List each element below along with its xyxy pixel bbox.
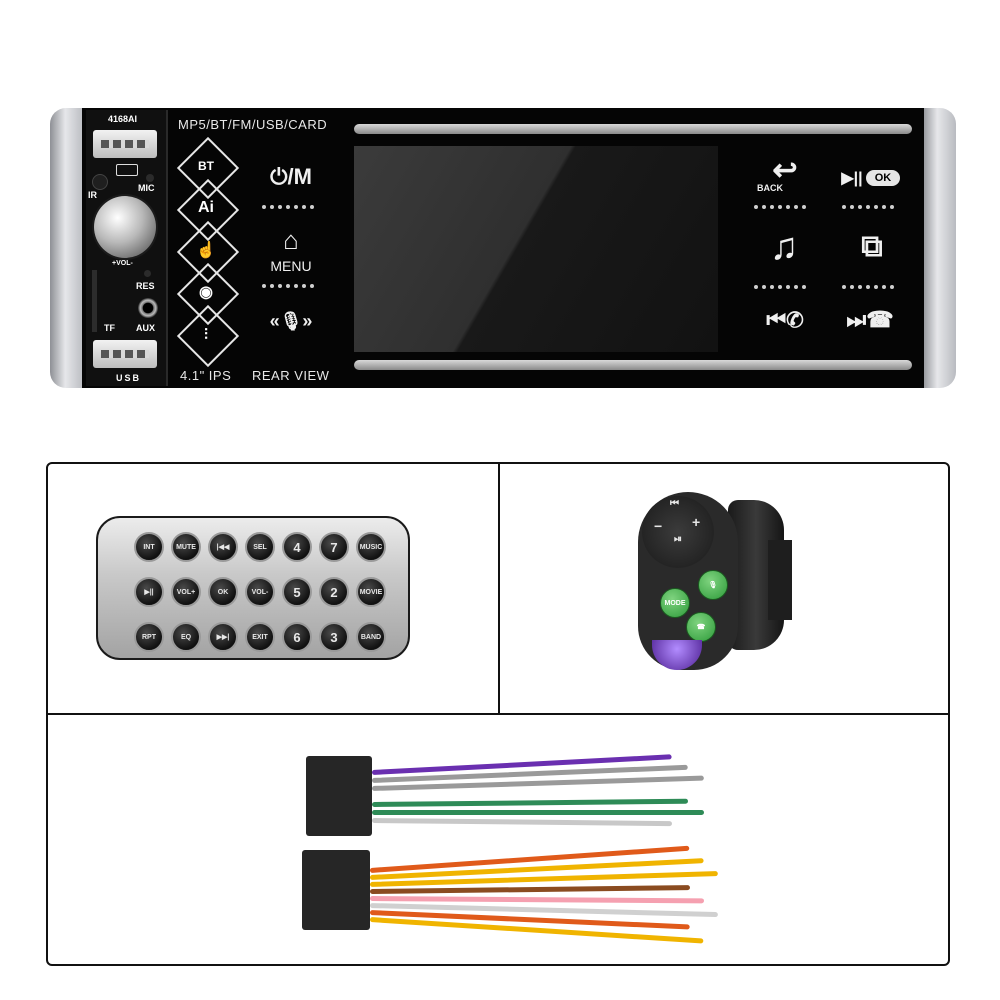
remote-key: 3 [319, 622, 349, 652]
vol-label: +VOL- [112, 260, 133, 267]
remote-key: VOL+ [171, 577, 201, 607]
remote-key: 5 [282, 577, 312, 607]
ok-button[interactable]: OK [866, 170, 900, 186]
remote-key: EXIT [245, 622, 275, 652]
phone-wheel-button: ☎ [686, 612, 716, 642]
led-dots [754, 285, 806, 289]
camera-icon: ◉ [199, 284, 213, 301]
aux-jack[interactable] [138, 298, 158, 318]
led-dots [842, 285, 894, 289]
remote-key: BAND [356, 622, 386, 652]
left-end-cap [50, 108, 84, 388]
battery-icon [116, 164, 138, 176]
play-pause-icon: ⏯ [674, 534, 682, 545]
mic-hole [146, 174, 154, 182]
remote-key: MUTE [171, 532, 201, 562]
harness-connector-bottom [302, 850, 370, 930]
usb-label: USB [116, 373, 142, 383]
led-dots [842, 205, 894, 209]
mic-label: MIC [138, 183, 155, 193]
aux-label: AUX [136, 323, 156, 333]
prev-call-icon[interactable]: ⏮✆ [766, 307, 804, 332]
remote-key: ▶▶| [208, 622, 238, 652]
wheel-remote-band [768, 540, 792, 620]
formats-label: MP5/BT/FM/USB/CARD [178, 117, 328, 132]
remote-key: 7 [319, 532, 349, 562]
voice-wheel-button: 🎙 [698, 570, 728, 600]
display-screen[interactable] [354, 146, 718, 352]
screen-size-label: 4.1" IPS [180, 368, 232, 383]
menu-button[interactable]: MENU [270, 258, 312, 274]
play-pause-icon[interactable]: ▶|| [841, 170, 863, 187]
rear-view-label: REAR VIEW [252, 368, 330, 383]
power-mode-button[interactable]: ⏻/M [270, 164, 312, 189]
plus-icon: + [692, 514, 701, 530]
music-icon[interactable]: ♫ [769, 225, 799, 268]
hand-icon: ☝ [196, 242, 216, 259]
remote-key: 6 [282, 622, 312, 652]
usb-port-top[interactable] [93, 130, 157, 158]
remote-key: SEL [245, 532, 275, 562]
remote-key: MOVIE [356, 577, 386, 607]
back-arrow-icon[interactable]: ↩ [772, 153, 798, 187]
res-label: RES [136, 281, 155, 291]
prev-track-icon: ⏮ [670, 498, 679, 509]
next-hangup-icon[interactable]: ⏭☎ [846, 307, 894, 332]
harness-connector-top [306, 756, 372, 836]
accessories-frame [46, 462, 950, 966]
screen-frame-top [354, 124, 912, 134]
usb-port-bottom[interactable] [93, 340, 157, 368]
remote-key: |◀◀ [208, 532, 238, 562]
tf-card-slot[interactable] [92, 270, 97, 332]
ai-button-label: Ai [198, 199, 214, 216]
mode-wheel-button: MODE [660, 588, 690, 618]
ir-label: IR [88, 190, 97, 200]
minus-icon: − [654, 518, 663, 534]
tf-label: TF [104, 323, 115, 333]
remote-key: RPT [134, 622, 164, 652]
screen-frame-bottom [354, 360, 912, 370]
divider-horizontal [48, 713, 948, 715]
remote-key: 4 [282, 532, 312, 562]
remote-key: INT [134, 532, 164, 562]
bt-button-label: BT [198, 159, 214, 173]
home-icon: ⌂ [283, 224, 299, 255]
volume-knob[interactable] [94, 196, 156, 258]
led-dots [262, 205, 314, 209]
divider-vertical [498, 464, 500, 714]
led-dots [262, 284, 314, 288]
reset-hole[interactable] [144, 270, 151, 277]
model-label: 4168AI [108, 114, 138, 124]
wheel-remote-dpad [642, 496, 714, 568]
equalizer-icon: ⫶ [204, 325, 208, 343]
voice-icon[interactable]: «🎙» [269, 310, 313, 331]
remote-key: VOL- [245, 577, 275, 607]
right-end-cap [922, 108, 956, 388]
led-dots [754, 205, 806, 209]
ir-sensor [92, 174, 108, 190]
remote-key: EQ [171, 622, 201, 652]
remote-key: ▶|| [134, 577, 164, 607]
video-icon[interactable]: ⧉ [861, 230, 883, 263]
back-label: BACK [757, 183, 783, 193]
wire [372, 810, 704, 815]
remote-key: 2 [319, 577, 349, 607]
remote-key: OK [208, 577, 238, 607]
remote-key: MUSIC [356, 532, 386, 562]
